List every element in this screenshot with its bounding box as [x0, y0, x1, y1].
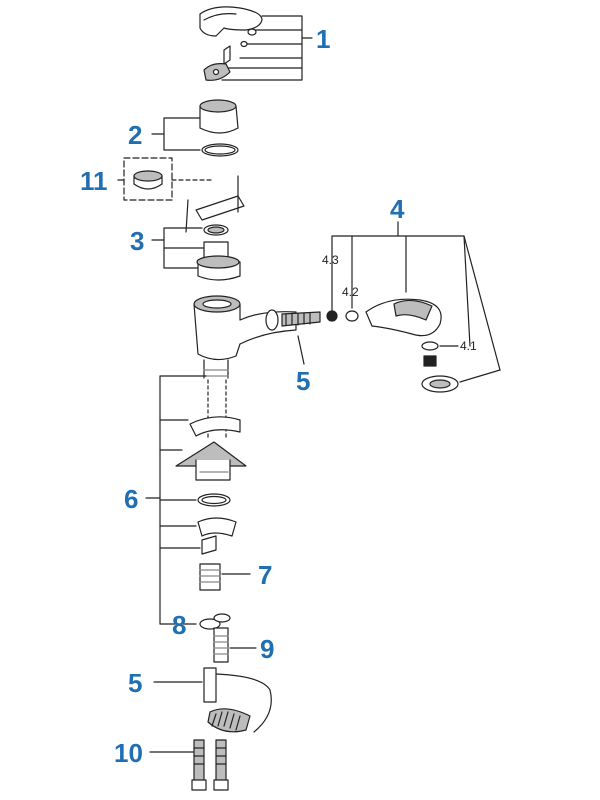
faucet-body — [193, 295, 297, 379]
check-valve — [213, 627, 229, 663]
callout-1: 1 — [316, 24, 331, 54]
leader-lines-4 — [331, 221, 501, 383]
leader-lines-3 — [151, 227, 205, 269]
callout-5-upper: 5 — [296, 366, 311, 396]
sublabel-4-1: 4.1 — [460, 339, 477, 353]
callout-11: 11 — [80, 166, 108, 196]
leader-lines-2 — [151, 117, 233, 151]
spray-head — [365, 298, 459, 393]
inset-box-11 — [123, 157, 173, 201]
callout-5-lower: 5 — [128, 668, 143, 698]
hose-connector — [203, 667, 272, 733]
callout-3: 3 — [130, 226, 145, 256]
sublabel-4-3: 4.3 — [322, 253, 339, 267]
callout-6: 6 — [124, 484, 139, 514]
leader-lines-1 — [221, 15, 313, 81]
callout-10: 10 — [114, 738, 143, 768]
callout-9: 9 — [260, 634, 275, 664]
pullout-hose — [281, 310, 359, 327]
leader-lines-5-upper — [297, 335, 305, 365]
callout-2: 2 — [128, 120, 143, 150]
callout-8: 8 — [172, 610, 187, 640]
seal-washer — [199, 613, 231, 630]
threaded-nipple — [199, 563, 221, 591]
lever-handle — [199, 6, 263, 81]
callout-7: 7 — [258, 560, 273, 590]
cartridge — [185, 175, 245, 281]
supply-hoses — [191, 739, 229, 791]
mounting-set — [175, 379, 247, 555]
callout-4: 4 — [390, 194, 405, 224]
cover-cap — [199, 99, 239, 157]
sublabel-4-2: 4.2 — [342, 285, 359, 299]
leader-lines-6 — [145, 375, 207, 625]
